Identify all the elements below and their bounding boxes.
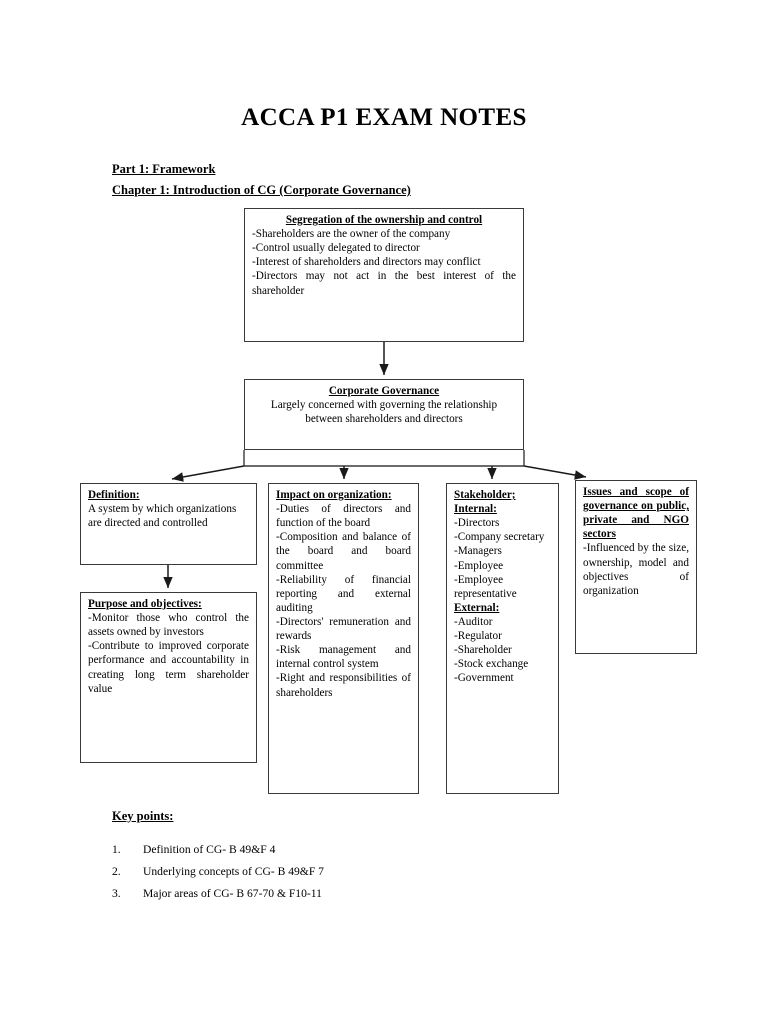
key-points-list: 1. Definition of CG- B 49&F 4 2. Underly… xyxy=(112,843,532,909)
box-purpose-and-objectives: Purpose and objectives: -Monitor those w… xyxy=(80,592,257,763)
box-line: -Interest of shareholders and directors … xyxy=(252,256,481,269)
key-points-heading: Key points: xyxy=(112,809,174,823)
chapter-heading: Chapter 1: Introduction of CG (Corporate… xyxy=(112,183,411,197)
box-line: -Monitor those who control the assets ow… xyxy=(88,612,249,639)
box-issues-and-scope-of-governance: Issues and scope of governance on public… xyxy=(575,480,697,654)
page-title: ACCA P1 EXAM NOTES xyxy=(241,104,527,131)
box-line: -Shareholders are the owner of the compa… xyxy=(252,228,451,241)
box-heading: Corporate Governance xyxy=(328,385,440,397)
stakeholder-external-heading: External: xyxy=(454,601,500,614)
box-corporate-governance: Corporate Governance Largely concerned w… xyxy=(244,379,524,450)
list-item-label: Definition of CG- B 49&F 4 xyxy=(143,843,276,856)
box-line: -Employee xyxy=(454,559,504,572)
box-heading: Purpose and objectives: xyxy=(88,598,202,610)
box-line: -Contribute to improved corporate perfor… xyxy=(88,640,249,695)
box-line: -Directors may not act in the best inter… xyxy=(252,270,516,297)
box-line: -Risk management and internal control sy… xyxy=(276,644,411,671)
box-line: -Government xyxy=(454,672,514,685)
box-body: Largely concerned with governing the rel… xyxy=(270,399,498,426)
part-heading: Part 1: Framework xyxy=(112,162,216,176)
list-item: 3. Major areas of CG- B 67-70 & F10-11 xyxy=(112,887,532,900)
box-definition: Definition: A system by which organizati… xyxy=(80,483,257,565)
stakeholder-internal-heading: Internal: xyxy=(454,503,497,516)
box-heading: Stakeholder; xyxy=(454,489,516,501)
box-line: -Employee representative xyxy=(454,573,517,600)
box-line: -Regulator xyxy=(454,630,502,643)
box-stakeholder: Stakeholder; Internal: -Directors -Compa… xyxy=(446,483,559,794)
box-body: -Influenced by the size, ownership, mode… xyxy=(583,542,689,597)
box-heading: Impact on organization: xyxy=(276,489,392,501)
list-item-label: Major areas of CG- B 67-70 & F10-11 xyxy=(143,887,322,900)
box-heading: Issues and scope of governance on public… xyxy=(583,486,689,541)
box-line: -Directors xyxy=(454,517,500,530)
list-item: 2. Underlying concepts of CG- B 49&F 7 xyxy=(112,865,532,878)
list-item-number: 1. xyxy=(112,843,121,856)
box-line: -Shareholder xyxy=(454,644,512,657)
box-line: -Managers xyxy=(454,545,502,558)
box-line: -Composition and balance of the board an… xyxy=(276,531,411,572)
list-item-label: Underlying concepts of CG- B 49&F 7 xyxy=(143,865,324,878)
box-line: -Reliability of financial reporting and … xyxy=(276,573,411,614)
box-line: -Auditor xyxy=(454,615,493,628)
list-item-number: 2. xyxy=(112,865,121,878)
list-item-number: 3. xyxy=(112,887,121,900)
box-body: A system by which organizations are dire… xyxy=(88,503,237,530)
box-impact-on-organization: Impact on organization: -Duties of direc… xyxy=(268,483,419,794)
box-heading: Segregation of the ownership and control xyxy=(285,214,483,226)
box-heading: Definition: xyxy=(88,489,140,501)
box-line: -Duties of directors and function of the… xyxy=(276,503,411,530)
box-line: -Right and responsibilities of sharehold… xyxy=(276,672,411,699)
box-line: -Stock exchange xyxy=(454,658,529,671)
box-segregation-of-ownership-and-control: Segregation of the ownership and control… xyxy=(244,208,524,342)
box-line: -Directors' remuneration and rewards xyxy=(276,615,411,643)
list-item: 1. Definition of CG- B 49&F 4 xyxy=(112,843,532,856)
box-line: -Control usually delegated to director xyxy=(252,242,420,255)
box-line: -Company secretary xyxy=(454,531,545,544)
